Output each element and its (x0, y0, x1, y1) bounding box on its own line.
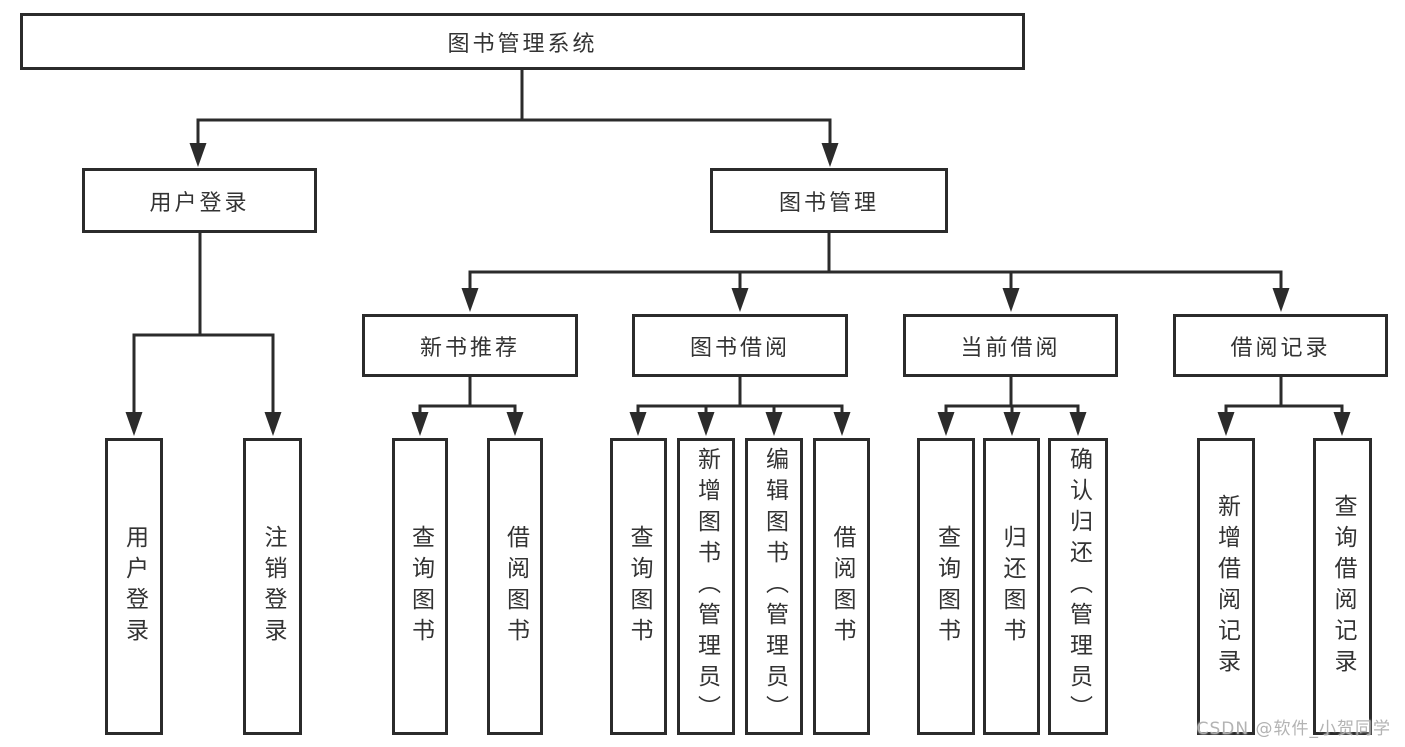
csdn-watermark: CSDN @软件_小贺同学 (1196, 719, 1391, 739)
leaf-query-borrow-record: 查询借阅记录 (1313, 438, 1372, 735)
leaf-edit-books-admin: 编辑图书（管理员） (745, 438, 803, 735)
leaf-label: 确认归还（管理员） (1065, 447, 1092, 726)
leaf-borrow-books-recommend: 借阅图书 (487, 438, 543, 735)
leaf-query-books-current: 查询图书 (917, 438, 975, 735)
node-new-book-recommend: 新书推荐 (362, 314, 578, 377)
node-current-borrow: 当前借阅 (903, 314, 1118, 377)
leaf-confirm-return-admin: 确认归还（管理员） (1048, 438, 1108, 735)
leaf-user-login: 用户登录 (105, 438, 163, 735)
leaf-logout-label: 注销登录 (260, 524, 286, 649)
leaf-add-borrow-record: 新增借阅记录 (1197, 438, 1255, 735)
leaf-user-login-label: 用户登录 (121, 524, 148, 649)
leaf-label: 查询借阅记录 (1330, 493, 1356, 680)
arrowheads (125, 143, 1351, 436)
leaf-return-books: 归还图书 (983, 438, 1040, 735)
leaf-add-books-admin: 新增图书（管理员） (677, 438, 735, 735)
node-root: 图书管理系统 (20, 13, 1025, 70)
leaf-label: 查询图书 (407, 524, 434, 649)
leaf-label: 新增图书（管理员） (693, 447, 720, 726)
leaf-label: 查询图书 (933, 524, 960, 649)
node-current-borrow-label: 当前借阅 (960, 335, 1061, 361)
leaf-label: 借阅图书 (502, 524, 529, 649)
node-borrow-record: 借阅记录 (1173, 314, 1388, 377)
leaf-query-books-recommend: 查询图书 (392, 438, 448, 735)
node-borrow-record-label: 借阅记录 (1230, 335, 1331, 361)
node-root-label: 图书管理系统 (447, 31, 598, 57)
leaf-label: 新增借阅记录 (1213, 493, 1240, 680)
leaf-label: 借阅图书 (829, 524, 855, 649)
node-book-borrow-label: 图书借阅 (689, 335, 790, 361)
node-book-borrow: 图书借阅 (632, 314, 848, 377)
node-book-management-label: 图书管理 (778, 190, 879, 216)
leaf-label: 编辑图书（管理员） (761, 447, 788, 726)
node-user-login-label: 用户登录 (149, 190, 250, 216)
leaf-label: 归还图书 (999, 524, 1025, 649)
node-new-book-recommend-label: 新书推荐 (419, 335, 520, 361)
node-user-login: 用户登录 (82, 168, 317, 233)
leaf-borrow-books: 借阅图书 (813, 438, 870, 735)
leaf-logout: 注销登录 (243, 438, 302, 735)
node-book-management: 图书管理 (710, 168, 948, 233)
leaf-query-books-borrow: 查询图书 (610, 438, 667, 735)
leaf-label: 查询图书 (626, 524, 652, 649)
